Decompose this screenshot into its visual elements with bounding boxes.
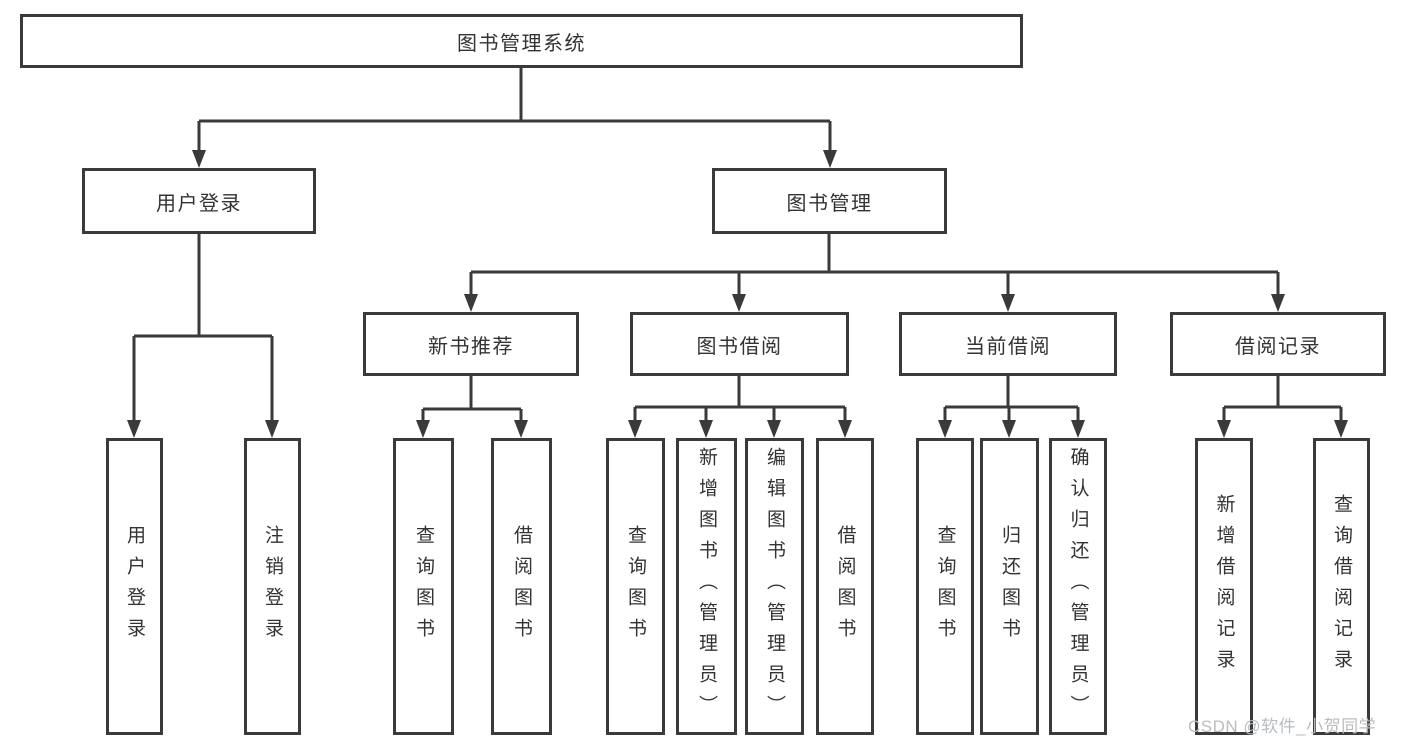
arrowheads [127, 150, 1348, 438]
leaf-borrow-book: 借阅图书 [816, 438, 874, 735]
leaf-return-book: 归还图书 [980, 438, 1039, 735]
leaf-add-borrow-record: 新增借阅记录 [1195, 438, 1253, 735]
leaf-query-book-recommend: 查询图书 [393, 438, 454, 735]
leaf-query-borrow-record: 查询借阅记录 [1313, 438, 1370, 735]
leaf-query-book-borrowing: 查询图书 [606, 438, 665, 735]
node-current-borrowing: 当前借阅 [899, 312, 1117, 376]
node-root: 图书管理系统 [20, 14, 1023, 68]
leaf-confirm-return-admin: 确认归还（管理员） [1049, 438, 1107, 735]
node-user-login: 用户登录 [82, 168, 316, 234]
node-book-borrowing: 图书借阅 [630, 312, 849, 376]
leaf-borrow-book-recommend: 借阅图书 [491, 438, 552, 735]
node-book-management: 图书管理 [712, 168, 947, 234]
node-borrowing-records: 借阅记录 [1170, 312, 1386, 376]
csdn-watermark: CSDN @软件_小贺同学 [1188, 717, 1377, 736]
node-new-book-recommend: 新书推荐 [363, 312, 579, 376]
leaf-user-login: 用户登录 [106, 438, 163, 735]
leaf-query-book-current: 查询图书 [916, 438, 974, 735]
leaf-edit-book-admin: 编辑图书（管理员） [745, 438, 804, 735]
leaf-logout: 注销登录 [244, 438, 301, 735]
leaf-add-book-admin: 新增图书（管理员） [676, 438, 737, 735]
